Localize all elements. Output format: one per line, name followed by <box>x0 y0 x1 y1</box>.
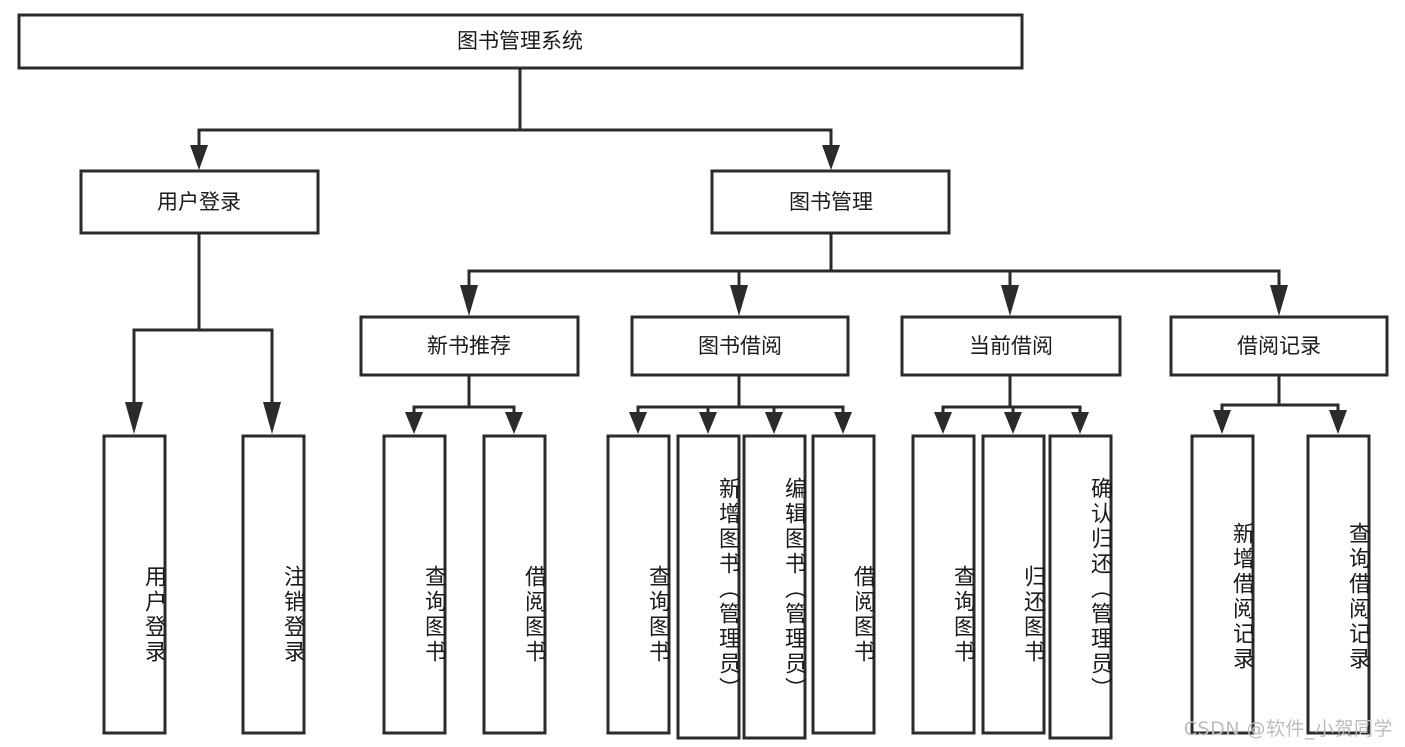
node-borrow-record[interactable]: 借阅记录 <box>1169 315 1389 377</box>
arrow-head-icon <box>765 412 783 434</box>
arrow-head-icon <box>1071 412 1089 434</box>
node-borrow-record-label: 借阅记录 <box>1237 334 1321 358</box>
arrow-head-icon <box>190 145 208 170</box>
arrow-head-icon <box>1213 410 1231 434</box>
arrow-head-icon <box>1001 285 1019 316</box>
arrow-head-icon <box>1329 410 1347 434</box>
arrow-head-icon <box>834 412 852 434</box>
connector-newbook-to-leaves <box>405 373 523 434</box>
leaf-box-add-book-admin[interactable] <box>676 434 741 740</box>
arrow-head-icon <box>263 402 281 434</box>
node-new-book-recommend-label: 新书推荐 <box>427 334 511 358</box>
csdn-watermark: CSDN @软件_小贺同学 <box>1183 718 1393 740</box>
arrow-head-icon <box>822 145 840 170</box>
node-new-book-recommend[interactable]: 新书推荐 <box>359 315 580 377</box>
node-root-label: 图书管理系统 <box>457 29 583 53</box>
arrow-head-icon <box>699 412 717 434</box>
node-user-login-label: 用户登录 <box>157 190 241 214</box>
arrow-head-icon <box>405 412 423 434</box>
node-borrow-record-box[interactable] <box>1169 315 1389 377</box>
leaf-box-query-book-borrow[interactable] <box>606 434 671 735</box>
node-root-book-management-system[interactable]: 图书管理系统 <box>17 13 1024 70</box>
arrow-head-icon <box>1270 285 1288 316</box>
connector-userlogin-to-leaves <box>125 231 281 434</box>
connector-borrowrecord-to-leaves <box>1213 373 1347 434</box>
leaf-box-add-borrow-record[interactable] <box>1190 434 1255 735</box>
arrow-head-icon <box>730 285 748 316</box>
connector-root-to-level2 <box>190 66 840 170</box>
connector-currentborrow-to-leaves <box>934 373 1089 434</box>
leaf-box-query-borrow-record[interactable] <box>1306 434 1371 735</box>
arrow-head-icon <box>505 412 523 434</box>
node-root-box[interactable] <box>17 13 1024 70</box>
node-user-login[interactable]: 用户登录 <box>79 169 320 235</box>
connector-bookborrow-to-leaves <box>629 373 852 434</box>
node-current-borrow-label: 当前借阅 <box>969 334 1053 358</box>
node-book-management[interactable]: 图书管理 <box>710 169 951 235</box>
node-book-management-box[interactable] <box>710 169 951 235</box>
node-current-borrow-box[interactable] <box>900 315 1122 377</box>
node-book-borrow-box[interactable] <box>630 315 850 377</box>
arrow-head-icon <box>460 285 478 316</box>
arrow-head-icon <box>125 402 143 434</box>
leaf-box-logout[interactable] <box>241 434 306 735</box>
node-new-book-recommend-box[interactable] <box>359 315 580 377</box>
leaf-box-user-login[interactable] <box>102 434 167 735</box>
leaf-box-return-book[interactable] <box>981 434 1046 735</box>
leaf-box-query-book-current[interactable] <box>911 434 976 735</box>
node-user-login-box[interactable] <box>79 169 320 235</box>
node-book-borrow[interactable]: 图书借阅 <box>630 315 850 377</box>
leaf-box-borrow-book-recommend[interactable] <box>482 434 547 735</box>
arrow-head-icon <box>934 412 952 434</box>
leaf-box-borrow-book[interactable] <box>811 434 876 735</box>
node-book-management-label: 图书管理 <box>789 190 873 214</box>
node-current-borrow[interactable]: 当前借阅 <box>900 315 1122 377</box>
connector-bookmgmt-to-level3 <box>460 231 1288 316</box>
node-book-borrow-label: 图书借阅 <box>698 334 782 358</box>
arrow-head-icon <box>629 412 647 434</box>
leaf-box-query-book-recommend[interactable] <box>382 434 447 735</box>
arrow-head-icon <box>1004 412 1022 434</box>
leaf-box-edit-book-admin[interactable] <box>742 434 807 740</box>
leaf-box-confirm-return-admin[interactable] <box>1048 434 1113 740</box>
